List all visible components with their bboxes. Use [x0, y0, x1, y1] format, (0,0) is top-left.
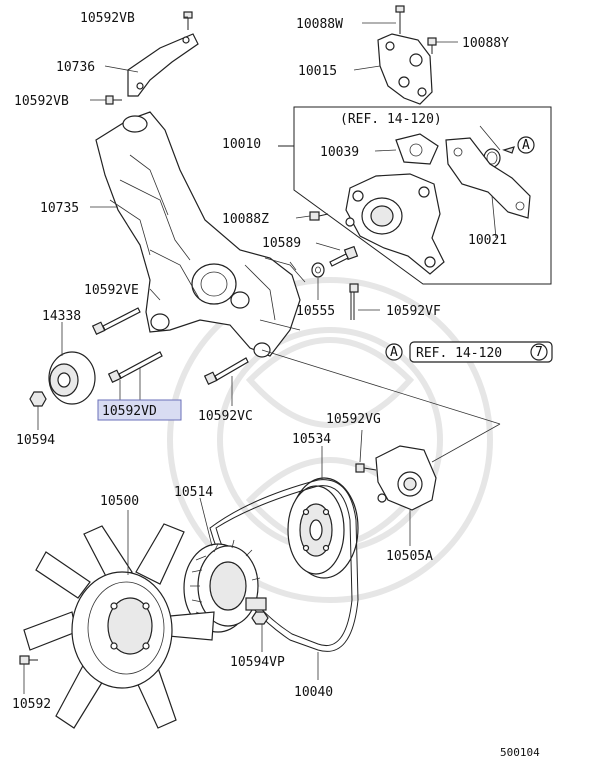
- bolt-10589: [329, 245, 359, 267]
- fan-clutch-10514: [183, 539, 267, 633]
- part-labels: 10592VB 10736 10592VB 10735 10592VE 1433…: [12, 11, 509, 712]
- nut-10594: [29, 391, 47, 407]
- nut-10594VP: [251, 611, 269, 625]
- bracket-10736: [127, 33, 199, 97]
- label-10021[interactable]: 10021: [468, 233, 507, 248]
- label-10505A[interactable]: 10505A: [386, 549, 433, 564]
- leader-lines: [23, 16, 501, 694]
- label-10592VB-top[interactable]: 10592VB: [80, 11, 135, 26]
- fan-10500: [23, 523, 215, 729]
- bracket-to-inset-leader: [264, 257, 306, 283]
- washer-10555: [311, 262, 325, 278]
- tensioner-10505A: [375, 445, 437, 511]
- label-10010[interactable]: 10010: [222, 137, 261, 152]
- gasket-10039: [395, 133, 439, 165]
- label-10735[interactable]: 10735: [40, 201, 79, 216]
- bolt-10592: [19, 655, 38, 665]
- ref-main-marker: A: [390, 345, 398, 360]
- ref-inset-text: (REF. 14-120): [340, 112, 442, 127]
- bolt-10592VE: [91, 307, 141, 336]
- label-14338[interactable]: 14338: [42, 309, 81, 324]
- label-10088Y[interactable]: 10088Y: [462, 36, 509, 51]
- label-10015[interactable]: 10015: [298, 64, 337, 79]
- label-10589[interactable]: 10589: [262, 236, 301, 251]
- gasket-10021: [445, 137, 531, 219]
- bolt-10592VD: [107, 351, 163, 384]
- label-10555[interactable]: 10555: [296, 304, 335, 319]
- ref-main-callout[interactable]: A REF. 14-120 7: [385, 341, 553, 363]
- bolt-10088Y: [427, 37, 437, 54]
- label-10592VE[interactable]: 10592VE: [84, 283, 139, 298]
- bolt-10088W: [395, 5, 405, 34]
- label-10592[interactable]: 10592: [12, 697, 51, 712]
- main-bracket-10735: [95, 111, 301, 358]
- label-10500[interactable]: 10500: [100, 494, 139, 509]
- ref-main-num: 7: [535, 345, 543, 360]
- label-10039[interactable]: 10039: [320, 145, 359, 160]
- bolt-10592VC: [203, 357, 249, 386]
- label-10534[interactable]: 10534: [292, 432, 331, 447]
- bolt-10592VB-top: [183, 11, 193, 30]
- ref-main-text: REF. 14-120: [416, 346, 502, 361]
- label-10592VF[interactable]: 10592VF: [386, 304, 441, 319]
- ref-inset-callout[interactable]: (REF. 14-120) A: [340, 112, 535, 154]
- bolt-10592VB-mid: [105, 95, 122, 105]
- idler-pulley-14338: [48, 351, 96, 405]
- stud-10592VF: [349, 283, 359, 320]
- water-pump-inset: [278, 106, 552, 285]
- label-10514[interactable]: 10514: [174, 485, 213, 500]
- label-10592VD[interactable]: 10592VD: [102, 404, 157, 419]
- label-10088W[interactable]: 10088W: [296, 17, 343, 32]
- label-10594VP[interactable]: 10594VP: [230, 655, 285, 670]
- pulley-10534: [287, 477, 359, 579]
- water-pump-10010: [345, 173, 445, 275]
- selected-part-highlight: [97, 399, 182, 421]
- ref-inset-marker: A: [522, 138, 530, 153]
- label-10592VG[interactable]: 10592VG: [326, 412, 381, 427]
- label-10040[interactable]: 10040: [294, 685, 333, 700]
- housing-10015: [377, 33, 433, 105]
- label-10594[interactable]: 10594: [16, 433, 55, 448]
- label-10592VC[interactable]: 10592VC: [198, 409, 253, 424]
- diagram-number: 500104: [500, 746, 540, 759]
- bolt-10592VG: [355, 463, 377, 473]
- label-10592VB-mid[interactable]: 10592VB: [14, 94, 69, 109]
- label-10736[interactable]: 10736: [56, 60, 95, 75]
- label-10088Z[interactable]: 10088Z: [222, 212, 269, 227]
